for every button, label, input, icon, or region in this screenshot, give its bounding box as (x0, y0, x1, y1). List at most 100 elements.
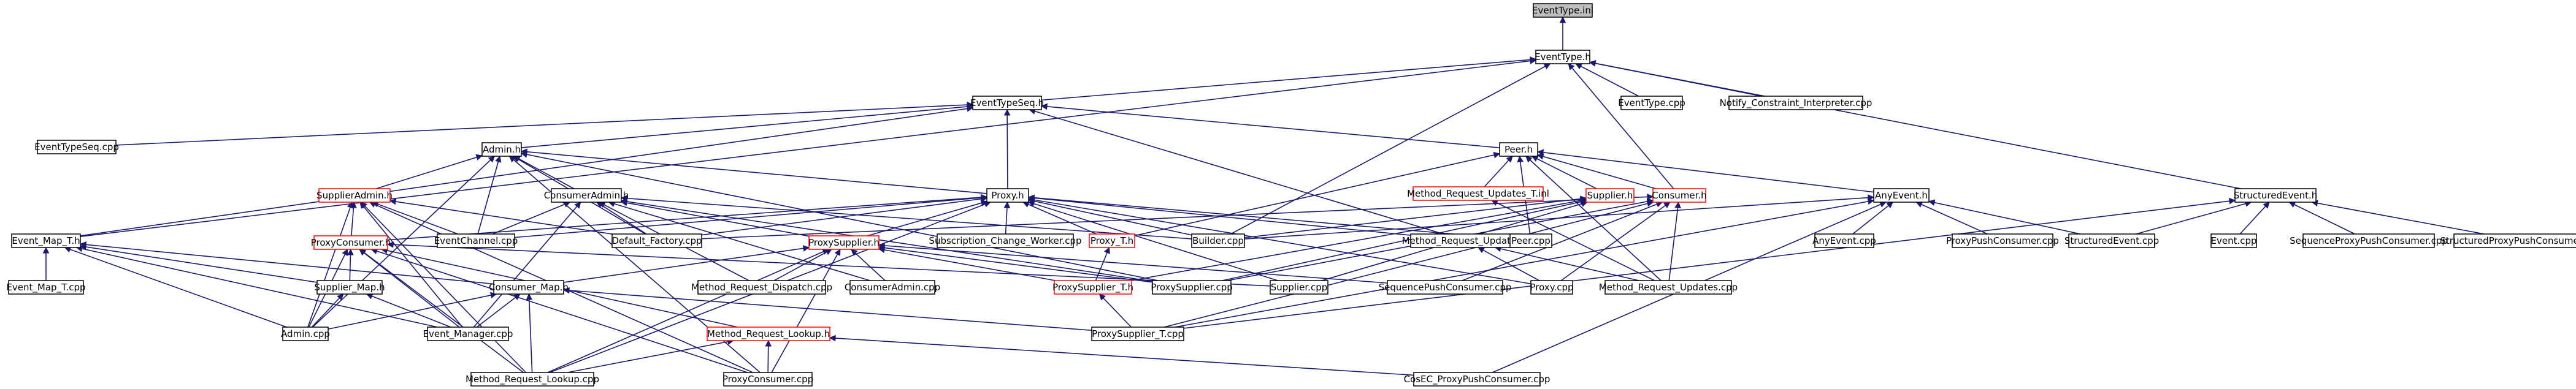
node-proxy-t-h[interactable]: Proxy_T.h (1089, 233, 1135, 248)
node-event-manager-cpp[interactable]: Event_Manager.cpp (423, 327, 513, 341)
node-consumeradmin-h[interactable]: ConsumerAdmin.h (544, 188, 629, 203)
node-seqpushconsumer-cpp[interactable]: SequencePushConsumer.cpp (1379, 280, 1512, 295)
node-method-request-dispatch-cpp[interactable]: Method_Request_Dispatch.cpp (691, 280, 832, 295)
edge-peer_h-to-proxy_t_h (1134, 153, 1500, 236)
arrowhead (359, 249, 367, 255)
edge-eventtypeseq_h-to-eventtypeseq_cpp (115, 104, 973, 146)
node-consumer-h[interactable]: Consumer.h (1652, 188, 1707, 203)
arrowhead (1928, 199, 1936, 206)
node-method-request-updates-h[interactable]: Method_Request_Updates.h (1402, 233, 1530, 248)
node-eventtypeseq-h[interactable]: EventTypeSeq.h (970, 96, 1044, 110)
edge-event_map_t_h-to-admin_cpp (64, 247, 287, 328)
node-admin-h[interactable]: Admin.h (481, 142, 522, 157)
node-proxysupplier-t-cpp[interactable]: ProxySupplier_T.cpp (1091, 327, 1184, 341)
arrowhead (42, 246, 50, 254)
edge-admin_h-to-admin_cpp (312, 156, 495, 328)
node-proxypushconsumer-cpp[interactable]: ProxyPushConsumer.cpp (1946, 233, 2059, 248)
node-box (697, 280, 826, 295)
node-notify-cic[interactable]: Notify_Constraint_Interpreter.cpp (1720, 96, 1873, 110)
node-label: Peer.cpp (1511, 235, 1551, 246)
node-method-request-updates-cpp[interactable]: Method_Request_Updates.cpp (1599, 280, 1738, 295)
edge-consumer_h-to-seqpushconsumer_cpp (1462, 202, 1663, 281)
edge-supplier_h-to-proxysupplier_cpp (1222, 200, 1587, 281)
edge-supplieradmin_h-to-admin_cpp (307, 202, 353, 328)
node-peer-cpp[interactable]: Peer.cpp (1509, 233, 1552, 248)
node-proxy-h[interactable]: Proxy.h (986, 188, 1029, 203)
node-consumer-map-h[interactable]: Consumer_Map.h (489, 280, 569, 295)
node-eventtype-cpp[interactable]: EventType.cpp (1618, 96, 1685, 110)
edge-consumer_h-to-proxy_cpp (1560, 202, 1671, 281)
node-supplier-cpp[interactable]: Supplier.cpp (1270, 280, 1328, 295)
dependency-edges (42, 16, 2485, 376)
node-label: ProxySupplier_T.cpp (1092, 328, 1184, 340)
edge-anyevent_h-to-proxypushconsumer_cpp (1916, 202, 1988, 235)
node-eventchannel-cpp[interactable]: EventChannel.cpp (434, 233, 518, 248)
arrowhead (620, 198, 628, 205)
node-supplier-map-h[interactable]: Supplier_Map.h (314, 280, 385, 295)
node-builder-cpp[interactable]: Builder.cpp (1191, 233, 1245, 248)
node-label: Supplier.cpp (1271, 282, 1327, 293)
edge-eventtype_h-to-eventtypeseq_h (1041, 58, 1536, 101)
edge-admin_h-to-proxy_h (521, 151, 987, 194)
arrowhead (1536, 149, 1544, 156)
edge-consumer_h-to-method_request_updates_cpp (1668, 202, 1679, 281)
arrowhead (1529, 58, 1537, 64)
node-structuredevent-cpp[interactable]: StructuredEvent.cpp (2064, 233, 2159, 248)
node-event-map-t-cpp[interactable]: Event_Map_T.cpp (6, 280, 86, 295)
node-method-request-lookup-cpp[interactable]: Method_Request_Lookup.cpp (466, 372, 599, 387)
node-seqproxypushconsumer-cpp[interactable]: SequenceProxyPushConsumer.cpp (2290, 233, 2448, 248)
arrowhead (966, 105, 974, 112)
node-anyevent-h[interactable]: AnyEvent.h (1873, 188, 1930, 203)
arrowhead (1027, 200, 1035, 207)
edge-proxyconsumer_h-to-event_manager_cpp (359, 249, 460, 328)
node-proxysupplier-cpp[interactable]: ProxySupplier.cpp (1151, 280, 1233, 295)
node-eventtypeseq-cpp[interactable]: EventTypeSeq.cpp (34, 140, 119, 154)
edge-consumer_map_h-to-proxysupplier_t_cpp (563, 289, 1092, 331)
node-box (707, 327, 830, 341)
node-proxysupplier-t-h[interactable]: ProxySupplier_T.h (1052, 280, 1133, 295)
node-default-factory-cpp[interactable]: Default_Factory.cpp (611, 233, 702, 248)
node-peer-h[interactable]: Peer.h (1499, 142, 1538, 157)
node-eventtype-h[interactable]: EventType.h (1535, 50, 1591, 64)
arrowhead (1647, 194, 1654, 200)
node-proxyconsumer-h[interactable]: ProxyConsumer.h (311, 235, 391, 250)
node-supplier-h[interactable]: Supplier.h (1585, 188, 1635, 203)
node-event-cpp[interactable]: Event.cpp (2210, 233, 2257, 248)
edge-eventtype_h-to-eventtype_cpp (1575, 63, 1639, 97)
node-cosec-proxypushconsumer-cpp[interactable]: CosEC_ProxyPushConsumer.cpp (1404, 372, 1551, 387)
edge-eventtype_h-to-event_map_t_h (80, 59, 1536, 238)
node-structproxypushconsumer-cpp[interactable]: StructuredProxyPushConsumer.cpp (2440, 233, 2576, 248)
node-subscription-cw-cpp[interactable]: Subscription_Change_Worker.cpp (929, 233, 1082, 248)
edge-method_request_lookup_h-to-cosec_proxypushconsumer_cpp (829, 337, 1414, 376)
edge-structuredevent_h-to-structuredevent_cpp (2136, 202, 2252, 235)
node-proxysupplier-h[interactable]: ProxySupplier.h (808, 235, 880, 250)
edge-eventtypeseq_h-to-proxy_h (1006, 109, 1008, 189)
node-event-map-t-h[interactable]: Event_Map_T.h (11, 233, 81, 248)
node-proxyconsumer-cpp[interactable]: ProxyConsumer.cpp (723, 372, 813, 387)
node-admin-cpp[interactable]: Admin.cpp (281, 327, 330, 341)
node-structuredevent-h[interactable]: StructuredEvent.h (2234, 188, 2318, 203)
node-eventtype-inl[interactable]: EventType.inl (1532, 3, 1593, 18)
node-box (1054, 280, 1132, 295)
edge-peer_h-to-method_request_updates_cpp (1525, 156, 1662, 281)
node-proxy-cpp[interactable]: Proxy.cpp (1530, 280, 1574, 295)
node-consumeradmin-cpp[interactable]: ConsumerAdmin.cpp (845, 280, 940, 295)
edge-proxysupplier_h-to-method_request_dispatch_cpp (773, 249, 832, 281)
node-box (808, 235, 880, 250)
node-label: Method_Request_Updates.h (1402, 235, 1530, 247)
node-method-request-lookup-h[interactable]: Method_Request_Lookup.h (707, 327, 830, 341)
node-box (1089, 233, 1135, 248)
edge-proxy_h-to-builder_cpp (1028, 199, 1192, 236)
arrowhead (1543, 63, 1551, 70)
node-label: Proxy.cpp (1530, 282, 1573, 293)
edge-event_map_t_h-to-consumer_map_h (80, 243, 494, 285)
node-supplieradmin-h[interactable]: SupplierAdmin.h (316, 188, 393, 203)
arrowhead (1003, 108, 1011, 116)
node-box (611, 233, 702, 248)
node-anyevent-cpp[interactable]: AnyEvent.cpp (1812, 233, 1876, 248)
arrowhead (389, 198, 397, 205)
arrowhead (1517, 155, 1524, 163)
node-mru-t-inl[interactable]: Method_Request_Updates_T.inl (1407, 186, 1549, 201)
node-label: StructuredEvent.cpp (2064, 235, 2159, 246)
arrowhead (1493, 151, 1501, 159)
